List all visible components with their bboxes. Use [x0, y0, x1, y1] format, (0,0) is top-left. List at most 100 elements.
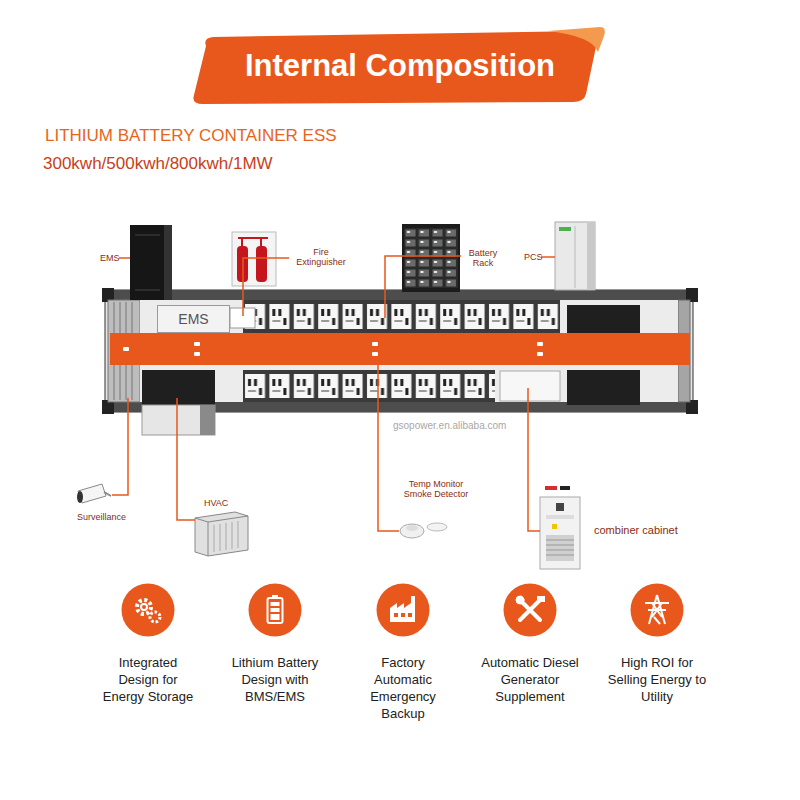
orange-band — [110, 333, 690, 365]
surveillance-camera — [104, 492, 111, 496]
feature-circle: Integrated Design for Energy Storage — [121, 583, 175, 637]
part-label: combiner cabinet — [594, 524, 678, 537]
circle-outline — [121, 583, 175, 637]
equipment-blocks — [142, 370, 215, 405]
hvac-unit — [195, 512, 248, 556]
ems-cabinet — [130, 225, 172, 300]
equipment-blocks — [142, 405, 215, 435]
part-label: Temp Monitor Smoke Detector — [400, 479, 472, 500]
ems-cabinet — [135, 290, 160, 291]
circle-outline — [249, 584, 302, 637]
pcs-cabinet — [559, 227, 571, 231]
leader-lines — [528, 388, 540, 531]
orange-band — [537, 352, 543, 356]
circle-outline — [122, 584, 175, 637]
equipment-blocks — [500, 371, 560, 401]
container — [105, 290, 693, 300]
battery-modules — [243, 370, 495, 402]
feature-text: Factory Automatic Emergency Backup — [351, 654, 455, 722]
title-banner — [193, 27, 605, 104]
pcs-cabinet — [587, 222, 595, 290]
ems-cabinet — [135, 235, 160, 236]
combiner-cabinet — [545, 486, 557, 490]
hvac-unit — [195, 516, 248, 522]
hvac-unit — [220, 524, 221, 551]
part-label: Battery Rack — [463, 248, 503, 269]
combiner-cabinet — [546, 550, 574, 551]
combiner-cabinet — [556, 503, 564, 511]
feature-circle: Lithium Battery Design with BMS/EMS — [248, 583, 302, 637]
circle-outline — [631, 584, 684, 637]
title-text: Internal Composition — [200, 48, 600, 84]
smoke-detector — [400, 524, 424, 538]
leader-lines — [119, 257, 130, 259]
component-box: EMS — [157, 305, 230, 333]
box-label: EMS — [178, 311, 208, 327]
surveillance-camera — [77, 484, 111, 503]
battery-rack — [402, 224, 460, 292]
fire-extinguisher — [256, 246, 267, 282]
smoke-detector — [400, 523, 447, 538]
ems-cabinet — [164, 225, 172, 300]
leader-lines — [112, 398, 128, 495]
orange-band — [372, 342, 378, 346]
combiner-cabinet — [546, 535, 574, 561]
feature-caption: Lithium Battery Design with BMS/EMS — [229, 654, 321, 705]
part-label: EMS — [100, 253, 120, 263]
part-label: Fire Extinguisher — [291, 247, 351, 268]
leader-lines — [243, 258, 289, 316]
smoke-detector — [427, 523, 447, 531]
combiner-cabinet — [552, 524, 557, 529]
fire-extinguisher — [232, 232, 276, 286]
hvac-unit — [238, 521, 239, 548]
fire-extinguisher — [232, 232, 276, 286]
combiner-cabinet — [546, 540, 574, 541]
smoke-detector — [406, 525, 418, 531]
container — [102, 288, 698, 414]
leader-lines — [378, 358, 399, 531]
leader-lines — [385, 256, 461, 318]
combiner-cabinet — [560, 486, 570, 490]
orange-band — [110, 333, 690, 365]
fire-extinguisher — [241, 238, 243, 246]
part-label: PCS — [524, 252, 543, 262]
battery-rack — [402, 224, 460, 292]
part-label: Surveillance — [77, 512, 126, 522]
circle-outline — [503, 583, 557, 637]
equipment-blocks — [142, 305, 640, 435]
fire-extinguisher — [260, 238, 262, 246]
hvac-unit — [232, 522, 233, 549]
feature-caption: Factory Automatic Emergency Backup — [351, 654, 455, 722]
leader-lines — [177, 398, 195, 520]
container — [105, 290, 693, 412]
surveillance-camera — [78, 484, 106, 503]
battery-modules — [243, 300, 560, 333]
feature-text: High ROI for Selling Energy to Utility — [605, 654, 709, 705]
feature-text: Automatic Diesel Generator Supplement — [478, 654, 582, 705]
pcs-cabinet — [555, 222, 595, 290]
orange-band — [194, 342, 200, 346]
capacity-range: 300kwh/500kwh/800kwh/1MW — [43, 154, 273, 174]
leader-lines — [112, 256, 555, 531]
hvac-unit — [226, 523, 227, 550]
orange-band — [537, 342, 543, 346]
orange-band — [123, 347, 129, 351]
combiner-cabinet — [546, 545, 574, 546]
feature-text: Lithium Battery Design with BMS/EMS — [229, 654, 321, 705]
orange-band — [372, 352, 378, 356]
combiner-cabinet — [540, 486, 580, 569]
equipment-blocks — [200, 405, 215, 435]
feature-circle: High ROI for Selling Energy to Utility — [630, 583, 684, 637]
circle-outline — [248, 583, 302, 637]
leader-lines — [541, 256, 555, 258]
watermark: gsopower.en.alibaba.com — [393, 420, 506, 432]
combiner-cabinet — [540, 497, 580, 569]
part-label: HVAC — [204, 498, 228, 508]
feature-caption: High ROI for Selling Energy to Utility — [605, 654, 709, 705]
subtitle: LITHIUM BATTERY CONTAINER ESS — [45, 126, 337, 146]
feature-text: Integrated Design for Energy Storage — [99, 654, 197, 705]
combiner-cabinet — [546, 555, 574, 556]
ems-cabinet — [130, 225, 172, 300]
hvac-unit — [195, 512, 248, 556]
